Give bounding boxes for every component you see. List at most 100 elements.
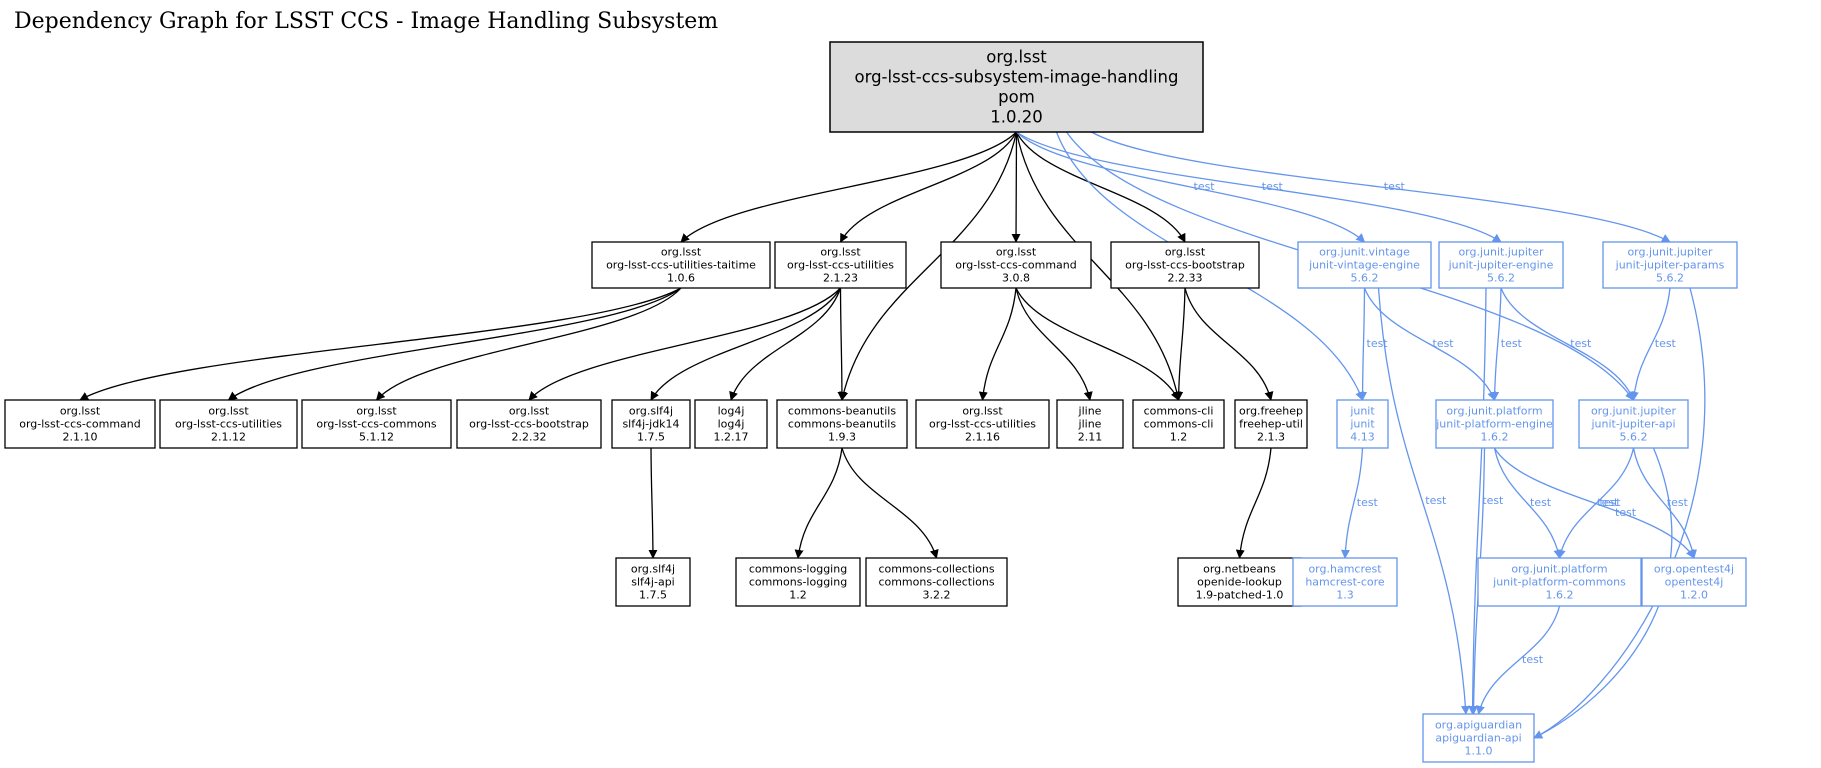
graph-title: Dependency Graph for LSST CCS - Image Ha… <box>14 9 718 34</box>
node-label-line: hamcrest-core <box>1305 576 1385 589</box>
node-label-line: org.apiguardian <box>1435 719 1522 732</box>
node-label-line: 2.1.10 <box>63 431 98 444</box>
node-label-line: org-lsst-ccs-subsystem-image-handling <box>855 68 1179 87</box>
node-label-line: slf4j-jdk14 <box>622 418 679 431</box>
edge-label-junit-to-hamcrest: test <box>1357 496 1379 509</box>
node-label-line: 3.2.2 <box>923 589 951 602</box>
edge-jupapi-to-platcom <box>1556 447 1635 559</box>
node-label-line: 1.6.2 <box>1481 431 1509 444</box>
node-label-line: 1.9.3 <box>828 431 856 444</box>
edge-plateng-to-opentest <box>1493 447 1695 559</box>
edge-root-to-taitime <box>680 131 1017 243</box>
edge-label-platcom-to-apiguard: test <box>1522 653 1544 666</box>
edge-label-juppar-to-apiguard: test <box>1615 506 1637 519</box>
node-box <box>865 557 1008 607</box>
node-box <box>1132 399 1225 449</box>
edge-label-root-to-vintage: test <box>1194 180 1216 193</box>
edge-juppar-to-jupapi <box>1629 287 1671 401</box>
node-label-line: 2.2.33 <box>1168 272 1203 285</box>
node-label-line: org.junit.jupiter <box>1627 246 1713 259</box>
node-label-line: slf4j-api <box>631 576 674 589</box>
node-layer: org.lsst org-lsst-ccs-subsystem-image-han… <box>4 41 1747 763</box>
node-label-line: log4j <box>718 405 745 418</box>
node-label-line: junit-vintage-engine <box>1308 259 1420 272</box>
edge-jupapi-to-opentest <box>1632 447 1697 559</box>
node-label-line: commons-logging <box>749 576 847 589</box>
edge-vintage-to-apiguard <box>1377 287 1470 715</box>
edge-root-to-util2123 <box>839 131 1018 243</box>
edge-taitime-to-util2112 <box>227 287 682 401</box>
node-label-line: junit-platform-engine <box>1435 418 1553 431</box>
edge-jupapi-to-apiguard <box>1533 447 1673 739</box>
node-label-line: commons-cli <box>1144 418 1214 431</box>
node-label-line: log4j <box>718 418 745 431</box>
node-plateng: org.junit.platformjunit-platform-engine1… <box>1435 399 1554 449</box>
edge-boot2233-to-cli <box>1174 287 1186 401</box>
node-label-line: junit <box>1349 418 1375 431</box>
edge-label-juppar-to-jupapi: test <box>1655 337 1677 350</box>
node-box <box>1234 399 1308 449</box>
node-taitime: org.lsstorg-lsst-ccs-utilities-taitime1.… <box>591 241 771 289</box>
edge-freehep-to-openide <box>1235 447 1272 559</box>
edge-slf4jjdk-to-slf4japi <box>648 447 658 559</box>
edge-root-to-juppar <box>1091 131 1671 243</box>
node-label-line: org.netbeans <box>1203 563 1276 576</box>
node-box <box>1435 399 1554 449</box>
edge-util2123-to-slf4jjdk <box>650 287 842 401</box>
node-label-line: 2.2.32 <box>512 431 547 444</box>
edge-label-root-to-jupeng: test <box>1262 180 1284 193</box>
node-label-line: apiguardian-api <box>1435 732 1521 745</box>
edge-platcom-to-apiguard <box>1476 605 1561 715</box>
node-label-line: 5.6.2 <box>1656 272 1684 285</box>
node-label-line: 4.13 <box>1350 431 1375 444</box>
node-label-line: org-lsst-ccs-commons <box>316 418 437 431</box>
node-label-line: 1.2 <box>789 589 807 602</box>
node-label-line: org-lsst-ccs-utilities <box>175 418 282 431</box>
edge-cmd308-to-jline <box>1015 287 1093 401</box>
node-label-line: org-lsst-ccs-command <box>955 259 1077 272</box>
node-label-line: org.junit.jupiter <box>1458 246 1544 259</box>
node-label-line: org.lsst <box>509 405 550 418</box>
node-box <box>774 241 907 289</box>
node-label-line: 5.6.2 <box>1351 272 1379 285</box>
node-box <box>611 399 691 449</box>
node-vintage: org.junit.vintagejunit-vintage-engine5.6… <box>1297 241 1432 289</box>
edge-label-jupeng-to-jupapi: test <box>1570 337 1592 350</box>
node-label-line: org.lsst <box>996 246 1037 259</box>
node-label-line: pom <box>998 88 1035 107</box>
node-box <box>735 557 861 607</box>
edge-junit-to-hamcrest <box>1340 447 1364 559</box>
node-box <box>1297 241 1432 289</box>
edge-label-jupapi-to-platcom: test <box>1600 496 1622 509</box>
node-label-line: 1.0.20 <box>990 108 1042 127</box>
node-label-line: org.freehep <box>1239 405 1303 418</box>
edge-jupeng-to-apiguard <box>1468 287 1487 715</box>
node-label-line: 5.6.2 <box>1620 431 1648 444</box>
node-label-line: org.junit.platform <box>1511 563 1607 576</box>
node-label-line: openide-lookup <box>1197 576 1282 589</box>
edge-beanutils-to-collections <box>841 447 939 559</box>
node-label-line: commons-cli <box>1144 405 1214 418</box>
node-label-line: 1.2 <box>1170 431 1188 444</box>
node-label-line: 2.1.23 <box>823 272 858 285</box>
node-box <box>776 399 908 449</box>
node-box <box>1602 241 1738 289</box>
node-label-line: org.lsst <box>820 246 861 259</box>
node-label-line: commons-collections <box>878 576 994 589</box>
node-label-line: commons-beanutils <box>788 405 896 418</box>
edge-taitime-to-cmd2110 <box>79 287 682 401</box>
node-label-line: 2.1.16 <box>965 431 1000 444</box>
node-label-line: org.lsst <box>661 246 702 259</box>
edge-label-root-to-juppar: test <box>1384 180 1406 193</box>
